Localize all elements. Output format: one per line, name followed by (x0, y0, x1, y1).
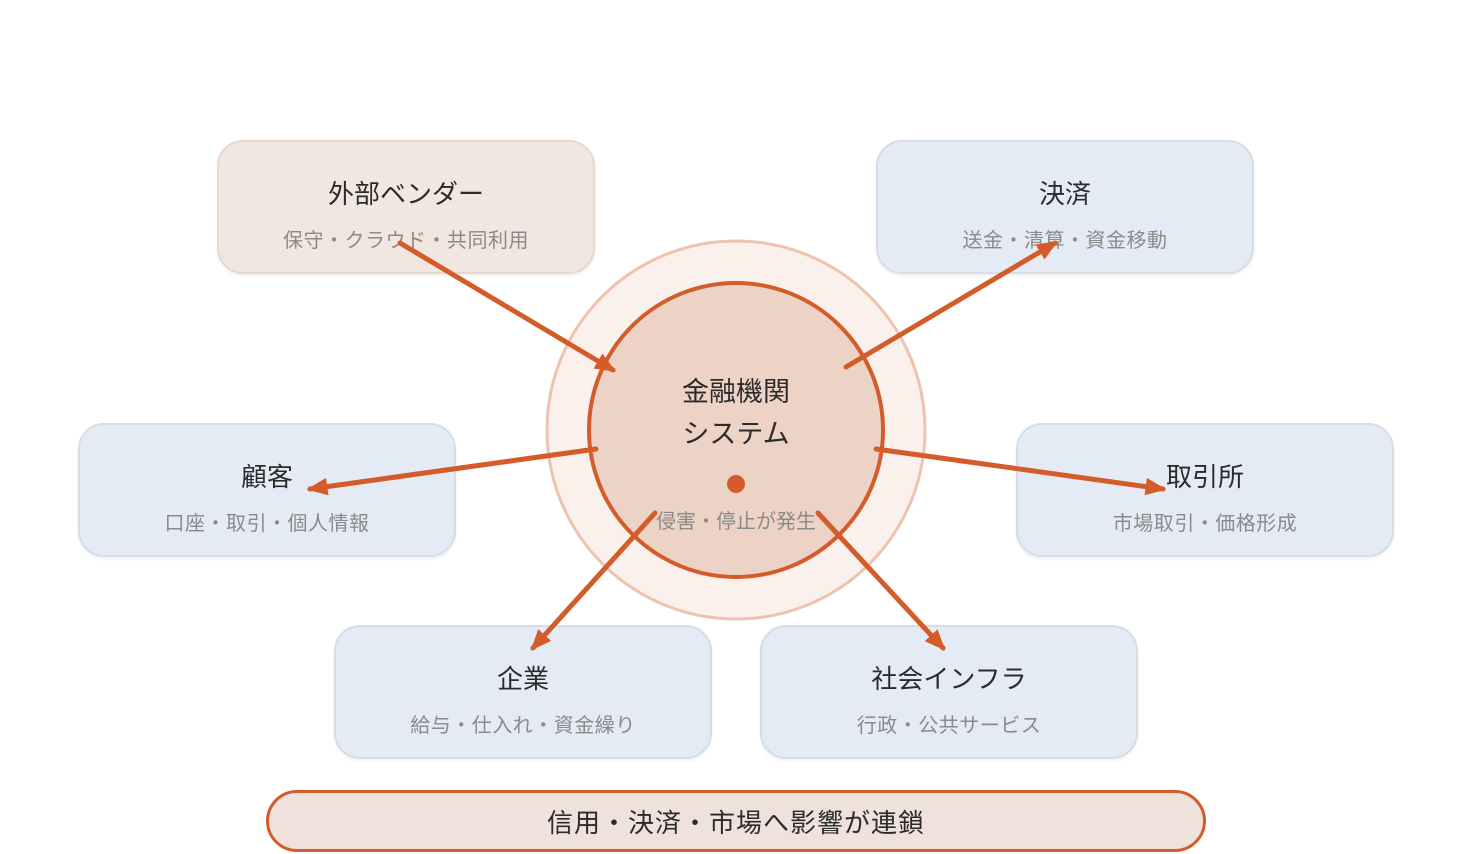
center-circle (587, 281, 885, 579)
arrow-center-to-company (530, 510, 658, 651)
node-subtitle: 給与・仕入れ・資金繰り (410, 713, 636, 737)
arrow-center-to-exchange (873, 446, 1167, 496)
node-title: 決済 (1038, 180, 1091, 210)
center-subtitle: 侵害・停止が発生 (656, 509, 816, 533)
center-title-line2: システム (682, 419, 790, 450)
node-subtitle: 送金・清算・資金移動 (962, 228, 1168, 252)
center-title-line1: 金融機関 (682, 377, 790, 408)
node-title: 取引所 (1165, 463, 1244, 493)
node-title: 企業 (496, 665, 549, 695)
node-subtitle: 市場取引・価格形成 (1112, 511, 1298, 535)
arrow-center-to-payment (843, 240, 1059, 370)
node-title: 社会インフラ (871, 665, 1027, 695)
impact-banner: 信用・決済・市場へ影響が連鎖 (266, 790, 1206, 852)
arrow-center-to-customer (306, 446, 599, 496)
center-title: 金融機関 システム (586, 372, 886, 456)
node-exchange: 取引所 市場取引・価格形成 (1016, 423, 1394, 557)
node-subtitle: 口座・取引・個人情報 (164, 511, 370, 535)
node-payment: 決済 送金・清算・資金移動 (876, 140, 1254, 274)
arrow-center-to-infra (815, 510, 946, 651)
node-external-vendor: 外部ベンダー 保守・クラウド・共同利用 (217, 140, 595, 274)
node-company: 企業 給与・仕入れ・資金繰り (334, 625, 712, 759)
node-subtitle: 行政・公共サービス (856, 713, 1042, 737)
node-customer: 顧客 口座・取引・個人情報 (78, 423, 456, 557)
arrow-vendor-to-center (397, 240, 617, 373)
center-dot (727, 475, 745, 493)
node-social-infra: 社会インフラ 行政・公共サービス (760, 625, 1138, 759)
node-title: 外部ベンダー (327, 180, 484, 210)
node-title: 顧客 (240, 463, 293, 493)
